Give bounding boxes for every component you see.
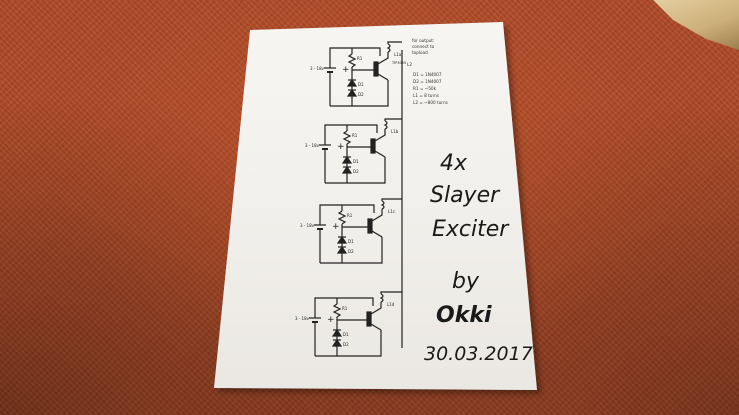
transistor: [366, 311, 372, 327]
wire: [325, 157, 386, 184]
plus-sign: +: [327, 315, 335, 325]
wire: [350, 47, 381, 56]
note-line-1: for output:: [412, 38, 434, 43]
schematic-block: [319, 118, 402, 184]
coil-label: L1b: [391, 129, 399, 134]
d1-label: D1: [343, 332, 349, 337]
part-d2: D2 = 1N4007: [413, 79, 442, 84]
resistor: [347, 53, 357, 68]
coil-l1: [380, 200, 385, 210]
d1-label: D1: [348, 239, 354, 244]
part-l1: L1 = 8 turns: [413, 93, 439, 98]
note-line-3: topload: [412, 50, 428, 55]
wire: [324, 124, 345, 143]
schematic-block: [314, 198, 402, 264]
coil-l1: [386, 43, 391, 53]
coil-label: L1d: [387, 302, 395, 307]
wire: [330, 80, 389, 107]
parts-notes: for output: connect to topload D1 = 1N40…: [412, 38, 448, 105]
collector-wire: [374, 129, 386, 142]
wire: [329, 47, 350, 66]
d1-label: D1: [358, 82, 364, 87]
collector-wire: [371, 209, 383, 222]
wire: [340, 204, 375, 213]
wire: [381, 198, 402, 201]
emitter-wire: [377, 73, 389, 81]
transistor: [373, 61, 379, 77]
coil-label: L1c: [388, 209, 395, 214]
plus-sign: +: [332, 222, 340, 232]
schematic-block: [324, 41, 402, 107]
transistor: [370, 138, 376, 154]
diode-d2: [336, 245, 348, 254]
transistor: [367, 218, 373, 234]
date-text: 30.03.2017: [424, 343, 533, 365]
l2-label: L2: [407, 62, 412, 67]
d2-label: D2: [353, 169, 359, 174]
wire: [345, 124, 378, 133]
d2-label: D2: [343, 342, 349, 347]
wire: [320, 237, 383, 264]
wire: [314, 297, 335, 316]
d1-label: D1: [353, 159, 359, 164]
diode-d1: [346, 78, 358, 87]
resistor: [337, 210, 347, 225]
diode-d1: [336, 235, 348, 244]
wire: [387, 41, 402, 44]
part-d1: D1 = 1N4007: [413, 72, 442, 77]
emitter-wire: [371, 230, 383, 238]
battery-label: 3 - 18v: [300, 223, 315, 228]
r1-label: R1: [357, 56, 363, 61]
resistor: [332, 303, 342, 318]
diode-d1: [341, 155, 353, 164]
part-l2: L2 = ~800 turns: [413, 100, 448, 105]
d2-label: D2: [348, 249, 354, 254]
wire: [319, 204, 340, 223]
battery-label: 3 - 18v: [310, 66, 325, 71]
wire: [335, 297, 374, 306]
note-line-2: connect to: [412, 44, 435, 49]
by-text: by: [452, 269, 480, 294]
wire: [380, 291, 402, 294]
emitter-wire: [370, 323, 382, 331]
resistor: [342, 130, 352, 145]
plus-sign: +: [342, 65, 350, 75]
d2-label: D2: [358, 92, 364, 97]
transistor-label: TIP3055: [391, 61, 406, 65]
diode-d2: [346, 88, 358, 97]
title-line-1: Slayer: [430, 183, 501, 208]
coil-l1: [379, 293, 384, 303]
wire: [384, 118, 402, 121]
part-r1: R1 = ~50k: [413, 86, 437, 91]
plus-sign: +: [337, 142, 345, 152]
diode-d1: [331, 328, 343, 337]
battery-label: 3 - 18v: [305, 143, 320, 148]
author-text: Okki: [436, 303, 492, 328]
battery-label: 3 - 18v: [295, 316, 310, 321]
r1-label: R1: [352, 133, 358, 138]
coil-l1: [383, 120, 388, 130]
diode-d2: [341, 165, 353, 174]
r1-label: R1: [342, 306, 348, 311]
handwritten-title: 4x Slayer Exciter by Okki 30.03.2017: [424, 151, 533, 365]
collector-wire: [377, 52, 389, 65]
collector-wire: [370, 302, 382, 315]
coil-label: L1a: [394, 52, 402, 57]
title-line-2: Exciter: [432, 217, 510, 242]
schematic-block: [309, 291, 402, 357]
count-text: 4x: [440, 151, 468, 176]
r1-label: R1: [347, 213, 353, 218]
emitter-wire: [374, 150, 386, 158]
diode-d2: [331, 338, 343, 347]
